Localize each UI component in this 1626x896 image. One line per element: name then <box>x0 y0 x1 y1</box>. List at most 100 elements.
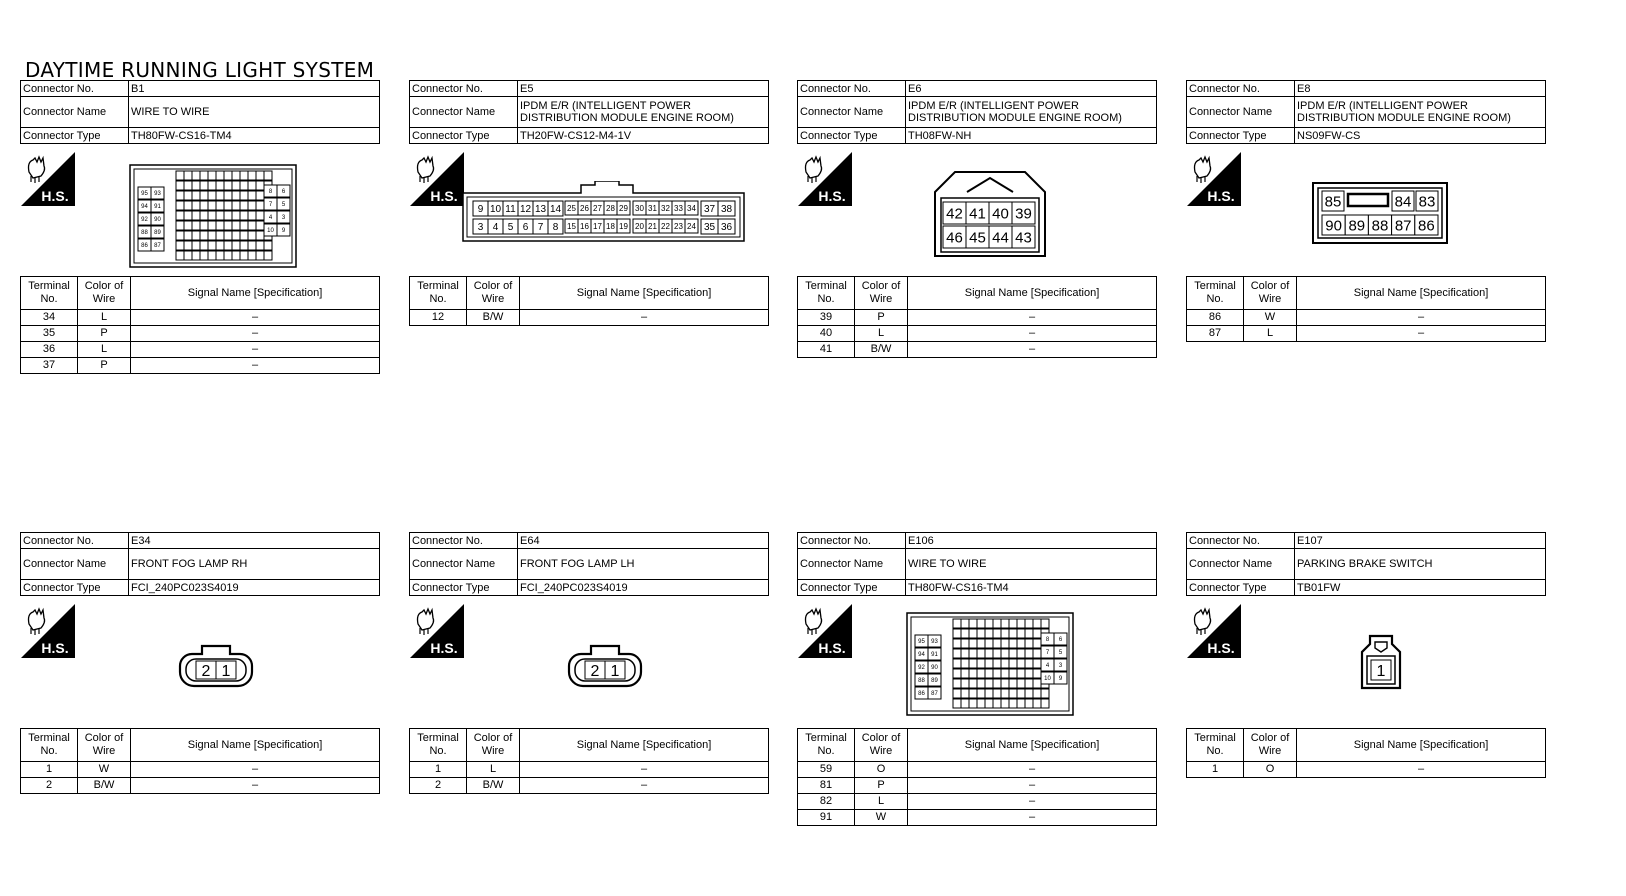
connector-name-label: Connector Name <box>797 96 906 128</box>
pin-cavity <box>207 210 217 221</box>
terminal-no-cell: 1 <box>409 761 467 778</box>
terminal-no-cell: 87 <box>1186 325 1244 342</box>
pin-cavity <box>1016 628 1026 639</box>
pin-cavity <box>199 240 209 251</box>
wire-color-cell: L <box>1243 325 1297 342</box>
pin-cavity <box>717 200 736 217</box>
pin-cavity <box>976 638 986 649</box>
signal-name-cell: – <box>907 777 1157 794</box>
pin-cavity <box>255 240 265 251</box>
pin-number: 89 <box>931 678 938 684</box>
pin-cavity <box>207 220 217 231</box>
pin-cavity <box>231 200 241 211</box>
pin-cavity <box>976 648 986 659</box>
connector-type-value: FCI_240PC023S4019 <box>128 579 380 596</box>
hs-label: H.S. <box>818 188 845 204</box>
connector-type-label: Connector Type <box>1186 127 1295 144</box>
pin-cavity <box>968 668 978 679</box>
pin-cavity <box>1008 648 1018 659</box>
pin-cavity <box>927 634 942 648</box>
pin-cavity <box>207 170 217 181</box>
signal-name-cell: – <box>907 341 1157 358</box>
pin-cavity <box>1321 190 1345 212</box>
pin-number: 46 <box>946 229 963 246</box>
pin-cavity <box>247 180 257 191</box>
pin-cavity <box>1000 638 1010 649</box>
connector-name-label: Connector Name <box>20 96 129 128</box>
pin-cavity <box>215 250 225 261</box>
pin-number: 36 <box>721 222 733 233</box>
pin-cavity <box>1040 618 1050 629</box>
pin-cavity <box>984 638 994 649</box>
pin-number: 8 <box>269 189 273 195</box>
terminal-no-cell: 41 <box>797 341 855 358</box>
pin-cavity <box>984 648 994 659</box>
pin-number: 7 <box>538 222 544 233</box>
signal-name-cell: – <box>519 309 769 326</box>
pin-number: 92 <box>141 217 148 223</box>
pin-cavity <box>231 220 241 231</box>
signal-name-cell: – <box>130 357 380 374</box>
wire-color-cell: P <box>854 777 908 794</box>
pin-cavity <box>976 688 986 699</box>
wire-color-cell: L <box>854 325 908 342</box>
connector-name-value: WIRE TO WIRE <box>128 96 380 128</box>
pin-cavity <box>247 250 257 261</box>
pin-cavity <box>183 170 193 181</box>
connector-name-value: WIRE TO WIRE <box>905 548 1157 580</box>
pin-cavity <box>968 698 978 709</box>
pin-cavity <box>547 200 564 217</box>
harness-side-icon: H.S. <box>21 152 75 206</box>
pin-cavity <box>960 668 970 679</box>
color-of-wire-header: Color of Wire <box>77 728 131 762</box>
signal-name-header: Signal Name [Specification] <box>1296 276 1546 310</box>
pin-number: 38 <box>721 204 733 215</box>
pin-cavity <box>1016 678 1026 689</box>
connector-name-value: IPDM E/R (INTELLIGENT POWER DISTRIBUTION… <box>905 96 1157 128</box>
pin-cavity <box>199 210 209 221</box>
pin-number: 12 <box>520 204 532 215</box>
color-of-wire-header: Color of Wire <box>466 728 520 762</box>
pin-number: 3 <box>282 215 286 221</box>
pin-cavity <box>276 223 291 237</box>
pin-number: 43 <box>1015 229 1032 246</box>
pin-cavity <box>175 240 185 251</box>
signal-name-cell: – <box>130 309 380 326</box>
pin-cavity <box>927 660 942 674</box>
wire-color-cell: P <box>854 309 908 326</box>
pin-cavity <box>927 673 942 687</box>
pin-cavity <box>215 180 225 191</box>
pin-cavity <box>150 238 165 252</box>
pin-cavity <box>183 250 193 261</box>
wire-color-cell: O <box>1243 761 1297 778</box>
pin-number: 18 <box>606 222 615 231</box>
pin-cavity <box>968 618 978 629</box>
pin-number: 84 <box>1395 193 1412 210</box>
connector-type-label: Connector Type <box>409 579 518 596</box>
harness-side-icon: H.S. <box>410 604 464 658</box>
connector-type-value: NS09FW-CS <box>1294 127 1546 144</box>
pin-cavity <box>927 686 942 700</box>
key-slot <box>1346 192 1390 208</box>
pin-cavity <box>199 220 209 231</box>
pin-cavity <box>952 618 962 629</box>
signal-name-cell: – <box>907 325 1157 342</box>
pin-cavity <box>183 220 193 231</box>
pin-cavity <box>276 210 291 224</box>
pin-cavity <box>1032 648 1042 659</box>
pin-number: 28 <box>606 204 615 213</box>
pin-cavity <box>616 218 631 234</box>
terminal-no-header: Terminal No. <box>797 276 855 310</box>
connector-type-label: Connector Type <box>409 127 518 144</box>
